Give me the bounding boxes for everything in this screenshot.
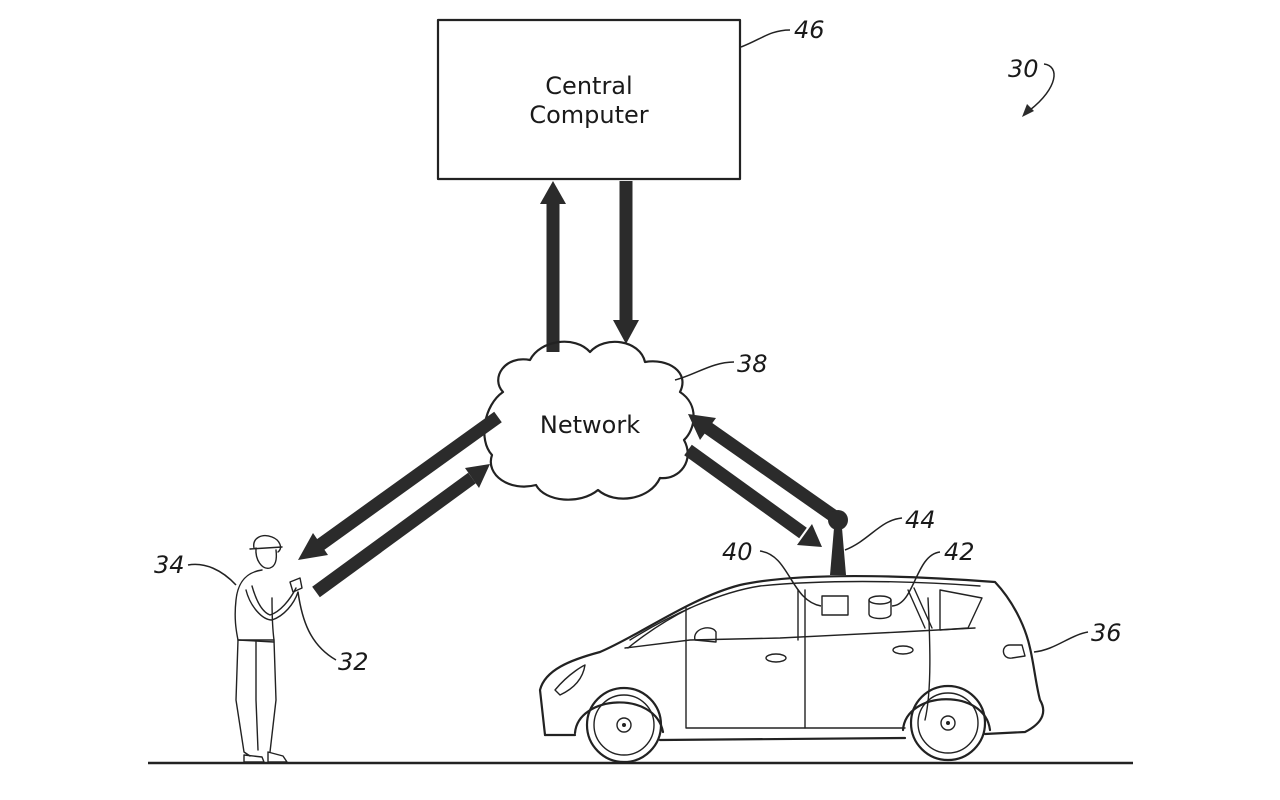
ref-leader-32 xyxy=(297,591,337,661)
ref-label-36: 36 xyxy=(1091,619,1122,647)
vehicle xyxy=(538,574,1045,764)
ref-leader-46 xyxy=(740,29,791,48)
ref-leader-34 xyxy=(187,563,237,586)
vehicle-antenna xyxy=(828,510,848,575)
network-label: Network xyxy=(540,411,640,439)
ref-leader-40 xyxy=(759,550,822,607)
ref-leader-42 xyxy=(891,551,941,607)
central-computer: Central Computer xyxy=(436,18,742,181)
vehicle-controller xyxy=(821,595,849,616)
ref-arrow-30-head xyxy=(1022,104,1034,117)
ref-leader-44 xyxy=(844,517,903,551)
link-network-to-computer xyxy=(540,181,566,352)
central-computer-label-line1: Central xyxy=(545,72,632,100)
ref-label-46: 46 xyxy=(794,16,825,44)
link-user-to-network xyxy=(312,464,490,598)
link-network-to-user xyxy=(298,411,502,560)
ref-label-34: 34 xyxy=(154,551,185,579)
ref-label-40: 40 xyxy=(722,538,753,566)
ref-leader-38 xyxy=(674,361,735,381)
ref-label-30: 30 xyxy=(1008,55,1039,83)
user-figure xyxy=(234,534,303,763)
central-computer-label-line2: Computer xyxy=(529,101,648,129)
network-cloud: Network xyxy=(483,340,695,501)
ref-label-32: 32 xyxy=(338,648,369,676)
link-network-to-vehicle xyxy=(684,444,822,547)
link-vehicle-to-network xyxy=(688,414,839,523)
ref-arrow-30 xyxy=(1029,63,1055,111)
ref-label-38: 38 xyxy=(737,350,768,378)
vehicle-storage xyxy=(868,595,892,620)
ref-leader-36 xyxy=(1033,631,1089,653)
ref-label-42: 42 xyxy=(944,538,975,566)
link-computer-to-network xyxy=(613,181,639,344)
ref-label-44: 44 xyxy=(905,506,936,534)
